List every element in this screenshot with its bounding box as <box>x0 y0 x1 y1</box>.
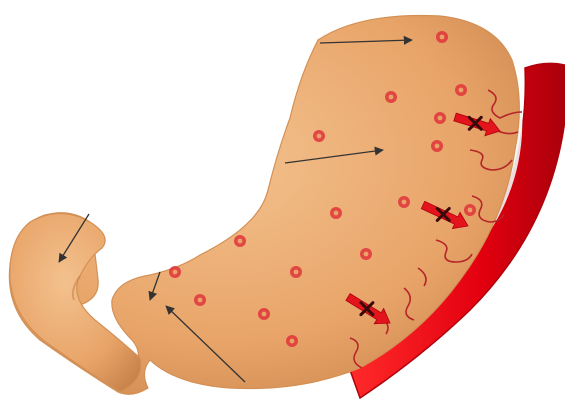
particle-dot <box>398 196 410 208</box>
particle-dot <box>234 235 246 247</box>
particle-dot <box>385 91 397 103</box>
particle-dot <box>360 248 372 260</box>
particle-dot <box>455 84 467 96</box>
particle-dot <box>290 266 302 278</box>
particle-dot <box>464 204 476 216</box>
particle-dot <box>169 266 181 278</box>
particle-dot <box>313 130 325 142</box>
particle-dot <box>194 294 206 306</box>
particle-dot <box>434 112 446 124</box>
particle-dot <box>286 335 298 347</box>
particle-dot <box>330 207 342 219</box>
particle-dot <box>431 140 443 152</box>
particle-dot <box>258 308 270 320</box>
particle-dot <box>436 31 448 43</box>
